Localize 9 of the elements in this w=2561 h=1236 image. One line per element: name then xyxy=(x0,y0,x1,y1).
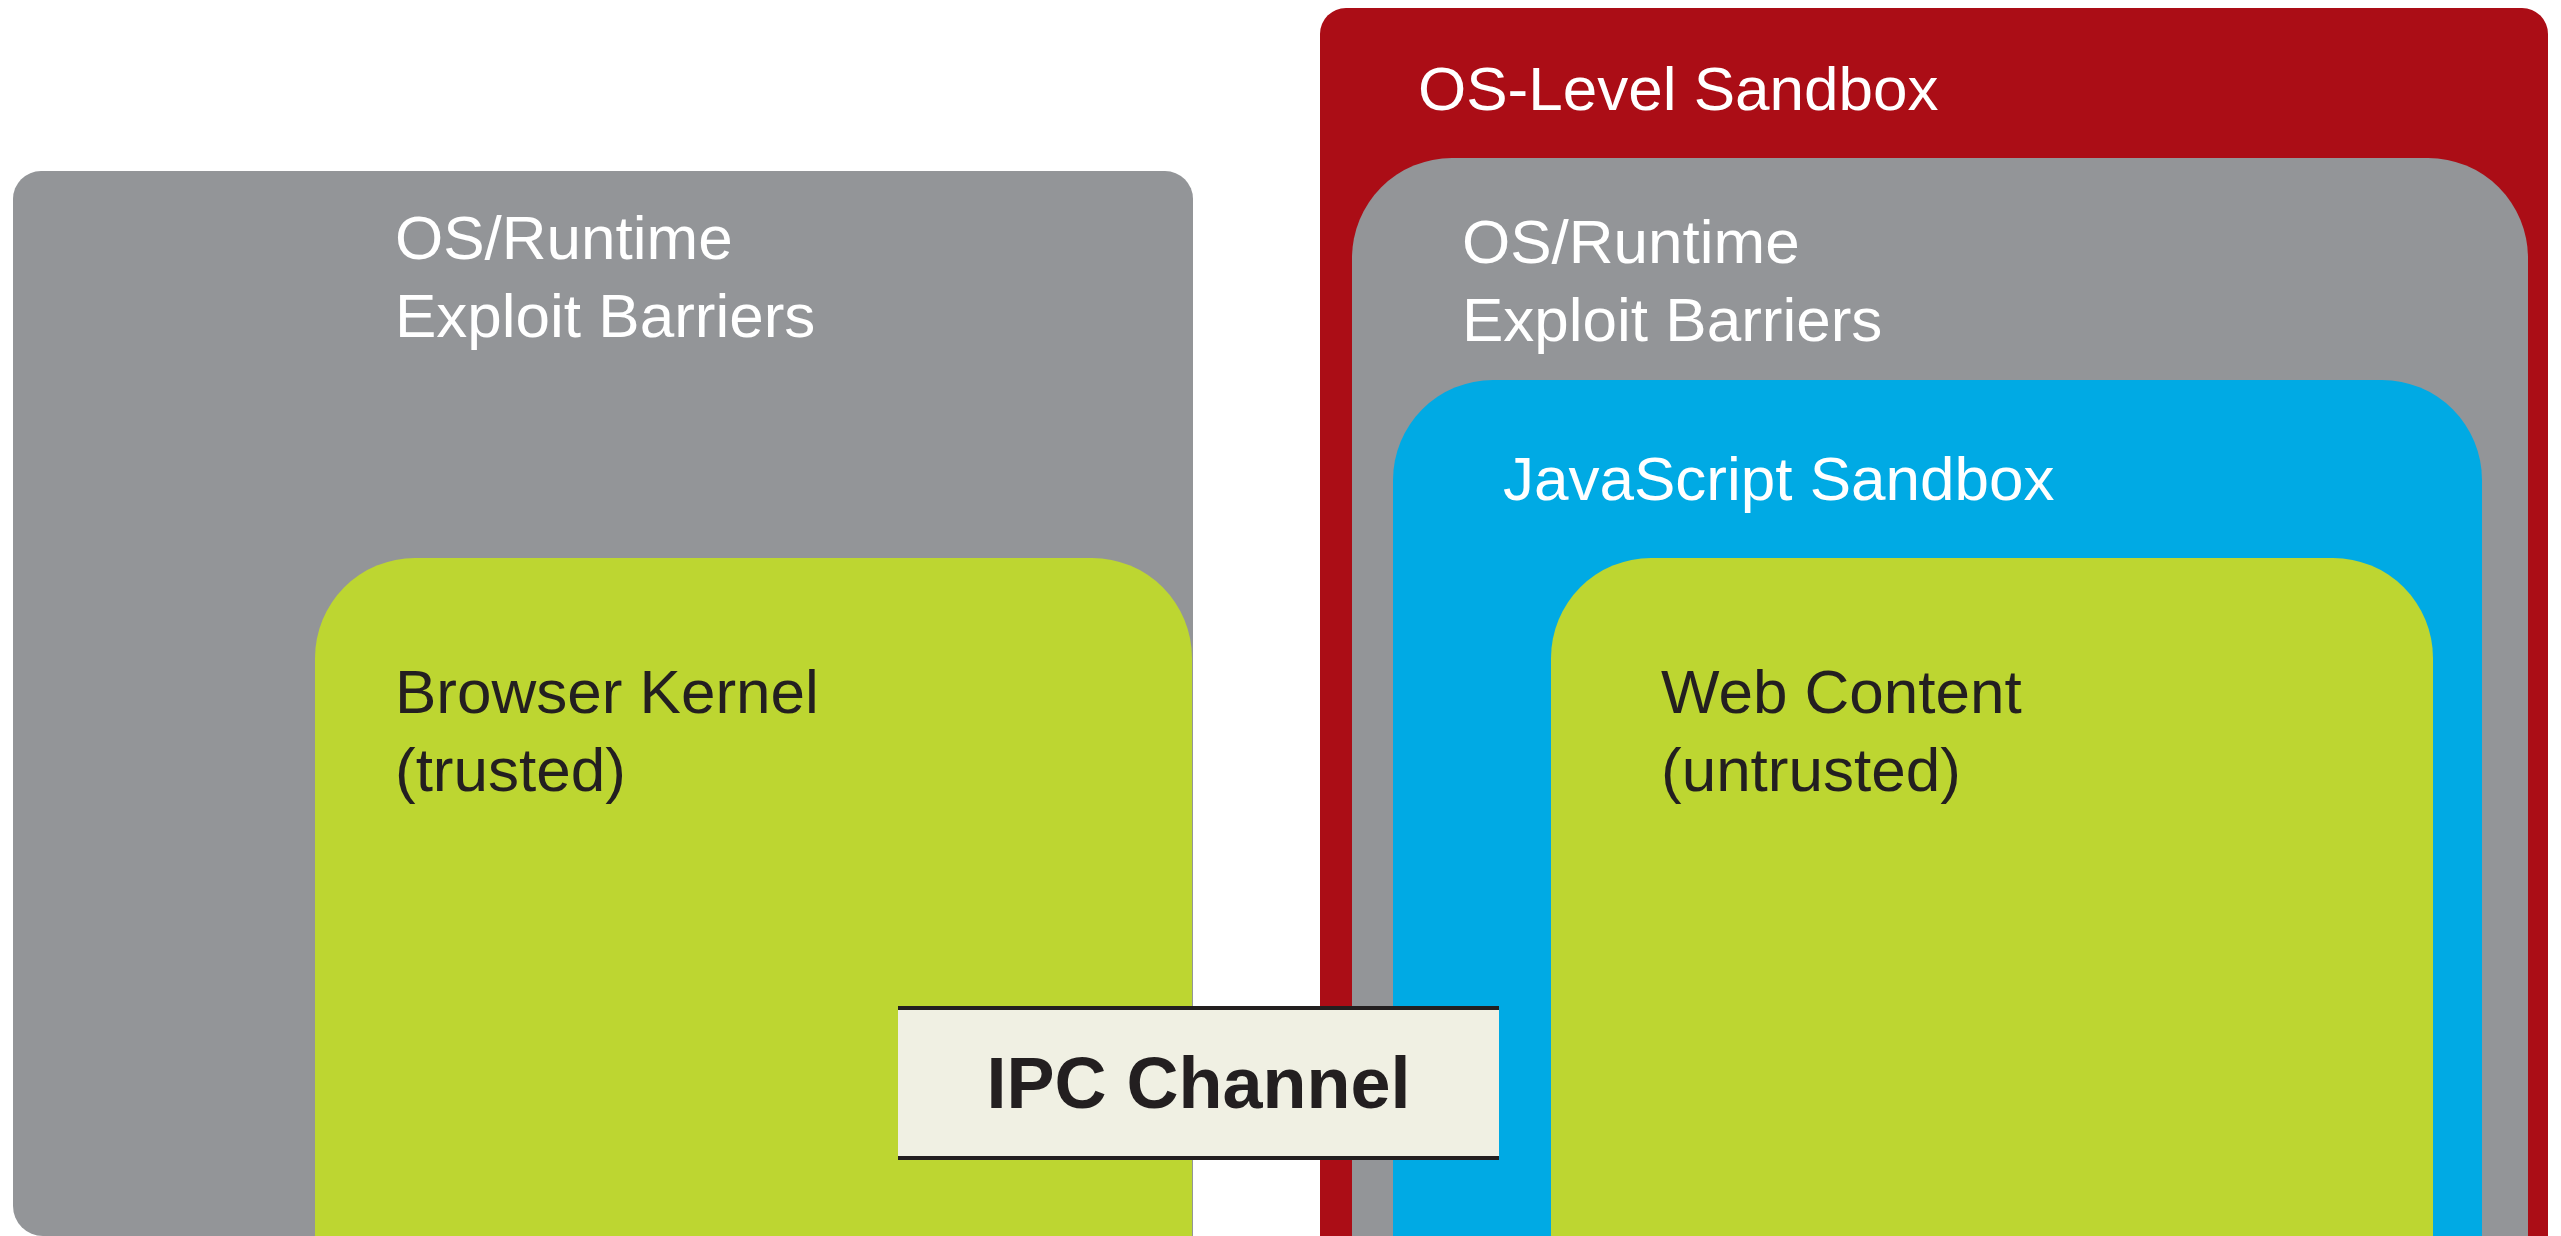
content-panel xyxy=(1551,558,2433,1236)
panel-title: OS/Runtime Exploit Barriers xyxy=(1462,206,1884,356)
panel-title: Browser Kernel (trusted) xyxy=(395,656,820,806)
channel-band xyxy=(898,1006,1499,1160)
panel-title: OS-Level Sandbox xyxy=(1418,53,1940,125)
panel-title: Web Content (untrusted) xyxy=(1661,656,2023,806)
panel-title: JavaScript Sandbox xyxy=(1503,443,2056,515)
channel-label: IPC Channel xyxy=(986,1042,1411,1124)
panel-title: OS/Runtime Exploit Barriers xyxy=(395,202,817,352)
